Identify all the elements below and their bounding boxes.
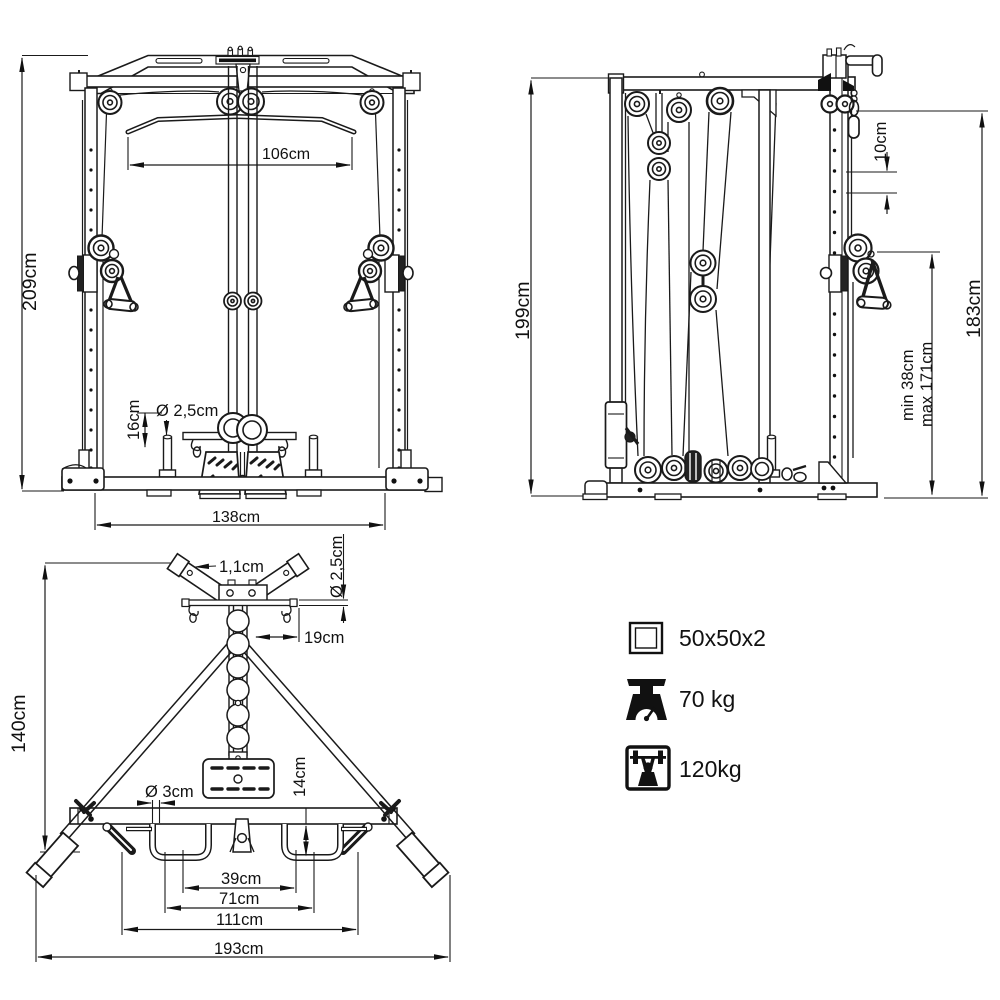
svg-text:193cm: 193cm [214, 940, 264, 958]
svg-text:138cm: 138cm [212, 509, 260, 526]
svg-text:Ø 3cm: Ø 3cm [145, 783, 194, 801]
svg-text:183cm: 183cm [963, 279, 985, 338]
svg-text:1,1cm: 1,1cm [219, 558, 264, 576]
svg-text:120kg: 120kg [679, 756, 742, 782]
svg-text:14cm: 14cm [291, 757, 309, 797]
svg-text:19cm: 19cm [304, 629, 344, 647]
svg-text:106cm: 106cm [262, 146, 310, 163]
svg-text:max 171cm: max 171cm [918, 342, 936, 427]
svg-text:10cm: 10cm [872, 122, 890, 162]
svg-text:min 38cm: min 38cm [899, 349, 917, 421]
svg-text:209cm: 209cm [19, 252, 41, 311]
svg-text:50x50x2: 50x50x2 [679, 625, 766, 651]
svg-text:39cm: 39cm [221, 870, 261, 888]
svg-text:Ø 2,5cm: Ø 2,5cm [328, 536, 346, 598]
svg-text:70 kg: 70 kg [679, 686, 735, 712]
svg-text:111cm: 111cm [216, 911, 263, 929]
svg-text:71cm: 71cm [219, 890, 259, 908]
svg-text:16cm: 16cm [125, 400, 143, 440]
svg-text:Ø 2,5cm: Ø 2,5cm [156, 402, 218, 420]
svg-text:140cm: 140cm [8, 694, 30, 753]
svg-text:199cm: 199cm [512, 281, 534, 340]
